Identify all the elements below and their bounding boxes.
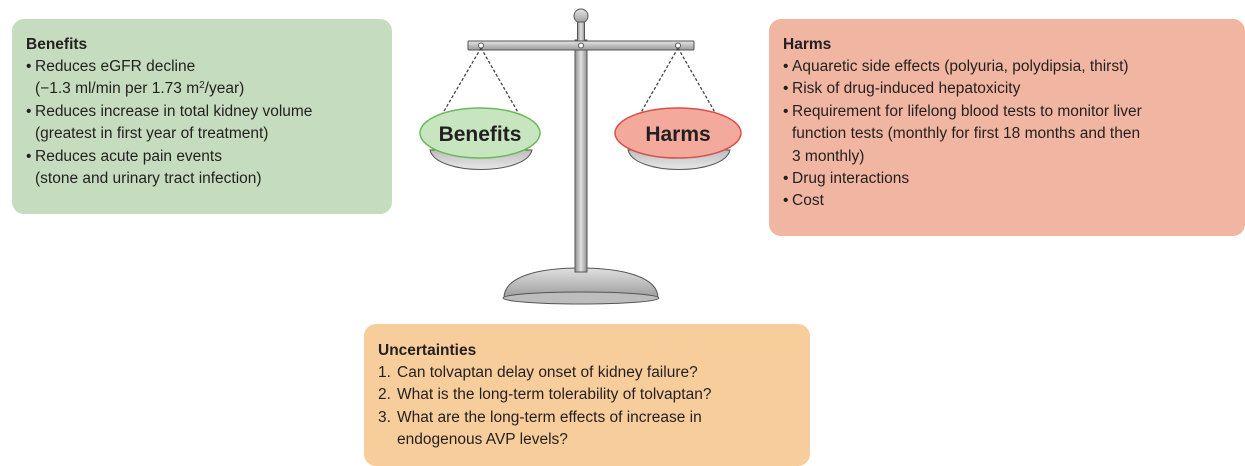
benefits-box: Benefits Reduces eGFR decline (−1.3 ml/m… [12,19,392,214]
uncertainties-item-line: Can tolvaptan delay onset of kidney fail… [397,364,698,381]
benefits-item: Reduces eGFR decline (−1.3 ml/min per 1.… [26,56,378,101]
scale-base-rim [502,291,660,305]
harms-item-line: Requirement for lifelong blood tests to … [792,102,1142,120]
harms-item-line: Drug interactions [792,170,910,188]
harms-box: Harms Aquaretic side effects (polyuria, … [769,19,1245,236]
scale-beam-right-ring [675,42,681,49]
harms-pan [614,107,742,159]
scale-beam-pivot [578,42,584,49]
uncertainties-item-line: endogenous AVP levels? [397,431,568,449]
harms-item: Cost [783,190,1231,213]
benefits-item-line: Reduces increase in total kidney volume [35,102,313,120]
harms-item-line: Aquaretic side effects (polyuria, polydi… [792,58,1129,75]
benefits-item: Reduces acute pain events (stone and uri… [26,146,378,191]
scale-finial [573,8,589,24]
balance-scale-graphic: Benefits Harms [419,8,742,305]
uncertainties-box: Uncertainties 1. Can tolvaptan delay ons… [364,324,810,466]
harms-pan-label: Harms [645,123,710,146]
scale-chains [429,47,729,136]
uncertainties-item-number: 1. [378,364,391,381]
uncertainties-item: 2. What is the long-term tolerability of… [378,384,796,406]
uncertainties-item-line: What is the long-term tolerability of to… [397,386,712,404]
scale-finial-stem [577,21,585,43]
benefits-item-line: Reduces acute pain events [35,147,222,165]
harms-item: Drug interactions [783,168,1231,191]
harms-item: Requirement for lifelong blood tests to … [783,101,1231,168]
scale-beam-left-ring [478,42,484,49]
benefits-item-line: (greatest in first year of treatment) [35,125,269,143]
uncertainties-item-number: 2. [378,386,391,404]
detail-superscript: 2 [199,80,205,92]
harms-list: Aquaretic side effects (polyuria, polydi… [783,56,1231,213]
scale-pillar [574,39,588,273]
uncertainties-list: 1. Can tolvaptan delay onset of kidney f… [378,362,796,452]
benefits-item-line: Reduces eGFR decline [35,58,196,75]
harms-item: Aquaretic side effects (polyuria, polydi… [783,56,1231,79]
benefits-item-line: (stone and urinary tract infection) [35,170,262,188]
harms-title: Harms [783,36,832,53]
balance-scale: Benefits Harms [412,0,752,306]
benefits-pan-label: Benefits [439,123,522,146]
harms-item-line: Cost [792,192,824,210]
uncertainties-item-number: 3. [378,408,391,426]
uncertainties-title: Uncertainties [378,342,477,359]
harms-item: Risk of drug-induced hepatoxicity [783,78,1231,101]
uncertainties-item-line: What are the long-term effects of increa… [397,408,702,426]
detail-pre: (−1.3 ml/min per 1.73 m [35,80,200,98]
benefits-item-detail: (−1.3 ml/min per 1.73 m2/year) [35,78,378,100]
uncertainties-item: 3. What are the long-term effects of inc… [378,407,796,452]
detail-post: /year) [204,80,245,98]
uncertainties-item: 1. Can tolvaptan delay onset of kidney f… [378,362,796,384]
benefits-list: Reduces eGFR decline (−1.3 ml/min per 1.… [26,56,378,190]
benefits-title: Benefits [26,36,88,53]
benefits-pan [419,107,541,159]
harms-item-line: function tests (monthly for first 18 mon… [792,125,1141,143]
harms-item-line: 3 monthly) [792,147,865,165]
harms-item-line: Risk of drug-induced hepatoxicity [792,80,1021,98]
benefits-item: Reduces increase in total kidney volume … [26,101,378,146]
